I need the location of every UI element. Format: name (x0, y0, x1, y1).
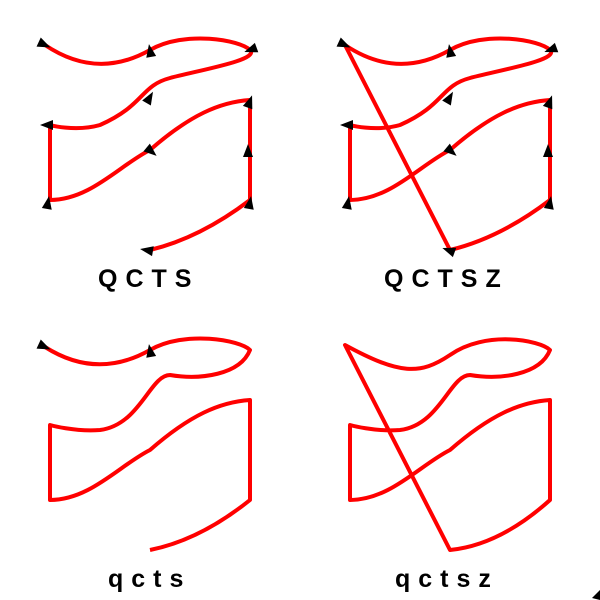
corner-fragment (592, 590, 600, 600)
panel-qcts-lower (36, 336, 252, 552)
vertex-marker (340, 120, 353, 130)
path-shape (343, 36, 554, 252)
path-shape (43, 36, 254, 252)
caption-qcts-upper: QCTS (98, 265, 200, 293)
vertex-marker (41, 195, 54, 210)
panel-qctsz-lower (343, 337, 552, 552)
vertex-marker (139, 244, 154, 257)
path-shape (343, 337, 552, 552)
panel-qctsz-upper (336, 36, 559, 258)
path-shape (43, 336, 252, 552)
marker-group (36, 37, 259, 257)
caption-qctsz-upper: QCTSZ (384, 265, 509, 293)
vertex-marker (40, 120, 53, 130)
panel-qcts-upper (36, 36, 259, 257)
caption-qctsz-lower: qctsz (395, 565, 499, 593)
vertex-marker (341, 195, 354, 210)
caption-qcts-lower: qcts (108, 565, 192, 593)
marker-group (336, 37, 559, 258)
